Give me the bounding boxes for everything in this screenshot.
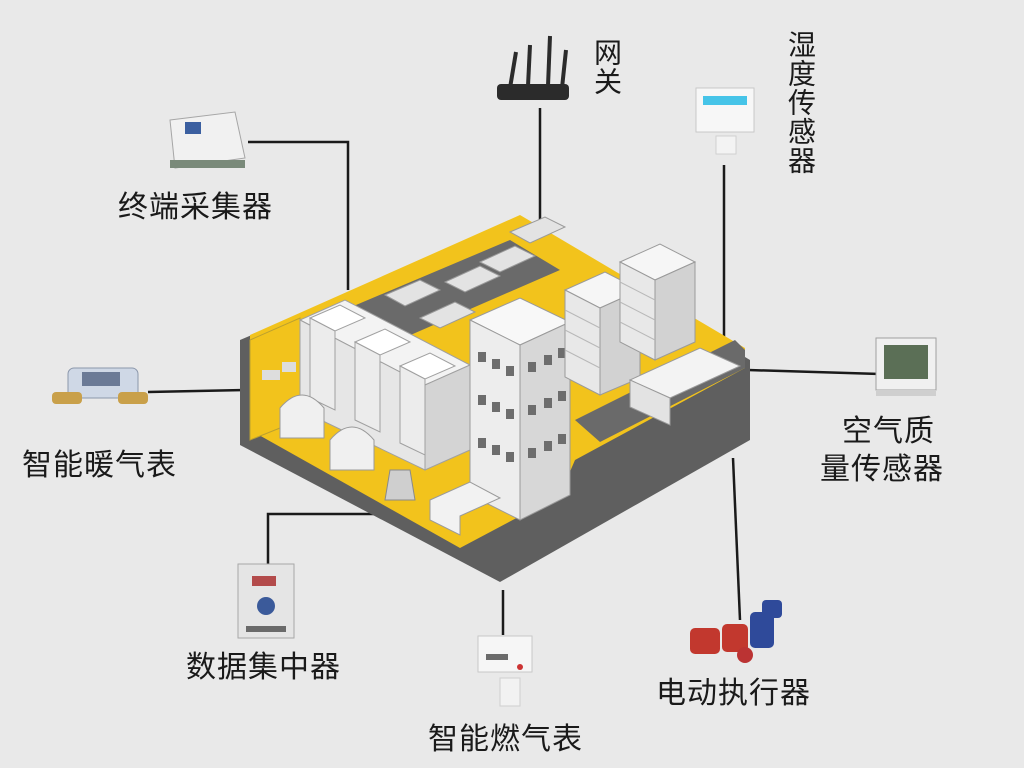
building-complex	[240, 215, 750, 582]
router-icon	[497, 35, 569, 100]
connector-actuator	[731, 457, 742, 621]
lower-block	[429, 481, 502, 536]
tower-modules	[308, 304, 457, 456]
connector-air	[747, 368, 881, 376]
right-tower-a-front	[564, 289, 601, 396]
roof-units	[383, 216, 567, 329]
air-quality-monitor-icon	[875, 337, 937, 396]
data-concentrator-label: 数据集中器	[186, 650, 341, 685]
terminal-collector-label: 终端采集器	[118, 190, 273, 225]
gateway-label: 网关	[590, 38, 623, 96]
right-tower-b-side	[654, 261, 696, 361]
terminal-collector-icon	[169, 111, 246, 169]
tower-spire	[384, 469, 416, 501]
arches	[279, 394, 375, 471]
air-quality-label-line2: 量传感器	[820, 452, 944, 487]
heat-meter-icon	[52, 367, 148, 404]
connector-concentrator	[266, 512, 385, 575]
wall-window-2	[282, 362, 296, 372]
main-tower-windows	[478, 348, 566, 462]
annex-front	[629, 379, 671, 426]
electric-actuator-icon	[690, 600, 782, 663]
humidity-sensor-icon	[695, 87, 755, 155]
heat-meter-label: 智能暖气表	[22, 448, 177, 483]
data-concentrator-icon	[237, 563, 295, 639]
air-quality-label-line1: 空气质	[842, 414, 935, 449]
gas-meter-icon	[477, 635, 533, 707]
right-tower-grid	[564, 281, 656, 369]
connector-lines	[147, 108, 881, 635]
humidity-sensor-label: 湿度传感器	[784, 30, 817, 175]
wall-window-1	[262, 370, 280, 380]
electric-actuator-label: 电动执行器	[656, 676, 811, 711]
connector-terminal	[248, 140, 350, 290]
connector-heat	[147, 388, 246, 394]
gas-meter-label: 智能燃气表	[428, 722, 583, 757]
